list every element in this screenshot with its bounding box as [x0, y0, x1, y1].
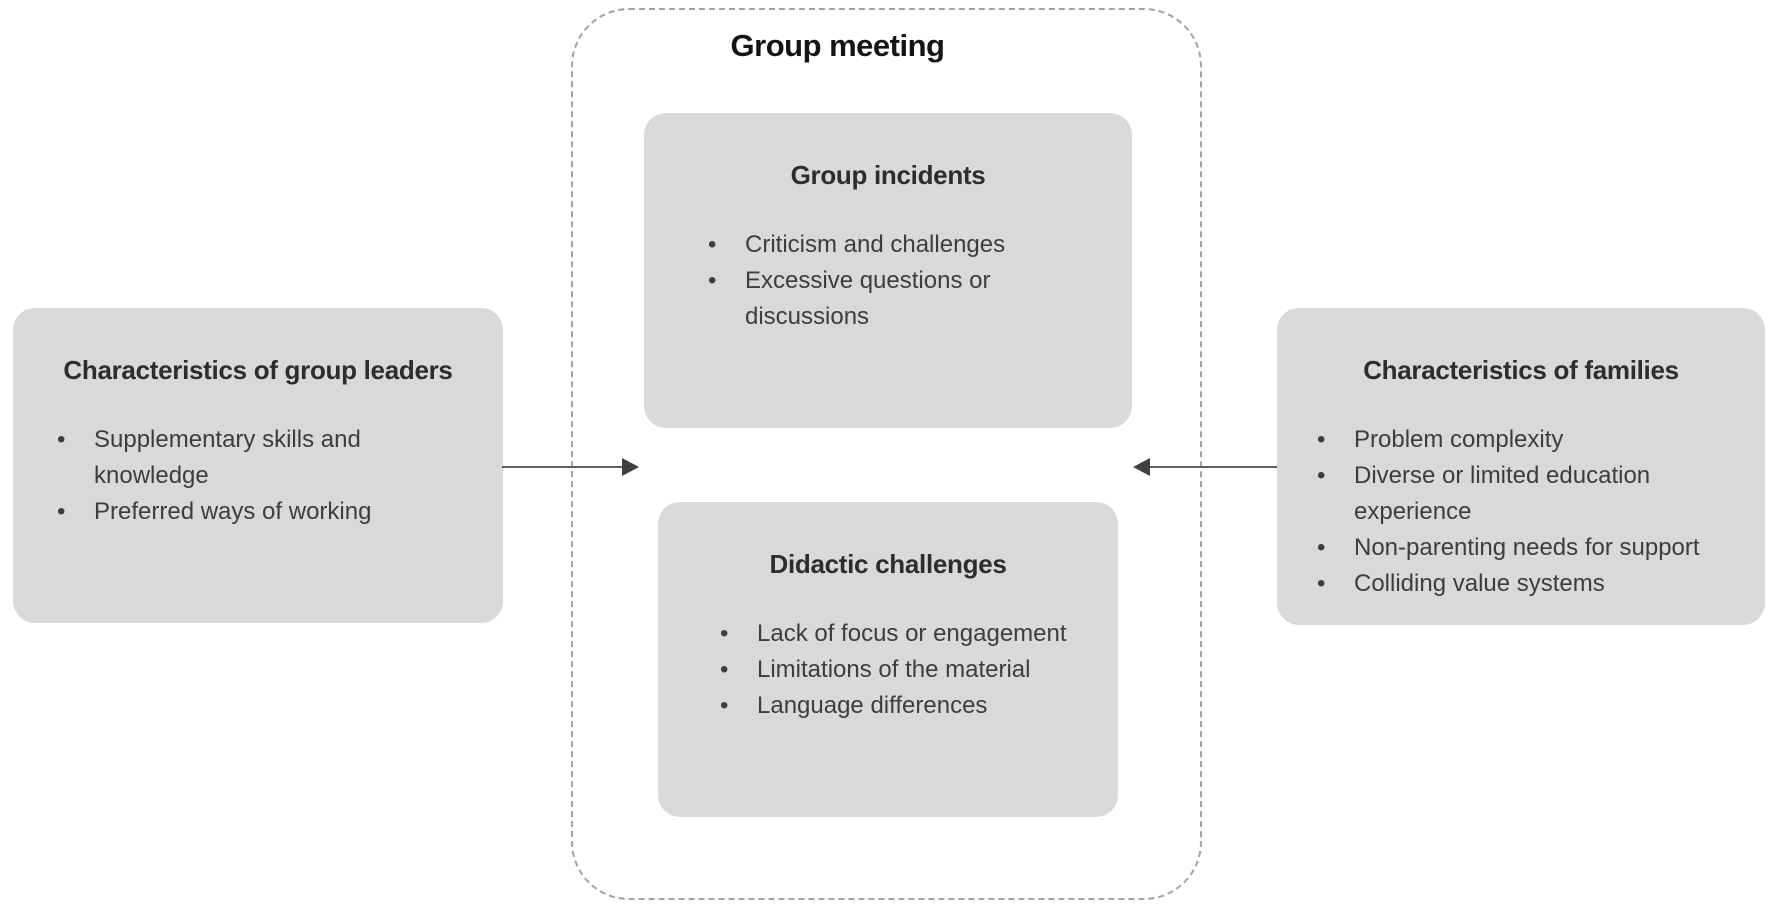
box-group-incidents: Group incidents • Criticism and challeng… [644, 113, 1132, 428]
box-title-didactic: Didactic challenges [769, 549, 1007, 579]
list-item: • Lack of focus or engagement [720, 616, 1118, 652]
left-arrow-icon [1133, 458, 1150, 476]
list-item: • Limitations of the material [720, 652, 1118, 688]
list-item-text: Lack of focus or engagement [757, 620, 1067, 647]
bullet-icon: • [708, 231, 717, 258]
list-item-text: Language differences [757, 692, 988, 719]
list-item-text: Diverse or limited education experience [1354, 462, 1651, 525]
list-item-text: Non-parenting needs for support [1354, 534, 1700, 561]
list-item-text: Supplementary skills and knowledge [94, 426, 361, 489]
list-item-text: Problem complexity [1354, 426, 1564, 453]
arrow-line-leaders-to-meeting [502, 466, 624, 468]
group-meeting-title: Group meeting [730, 28, 945, 63]
bullet-icon: • [1317, 570, 1326, 597]
box-title-leaders: Characteristics of group leaders [63, 355, 453, 385]
list-item: • Colliding value systems [1317, 566, 1765, 602]
bullet-icon: • [720, 620, 729, 647]
right-arrow-icon [622, 458, 639, 476]
list-item: • Preferred ways of working [57, 494, 503, 530]
bullet-icon: • [1317, 426, 1326, 453]
list-item-text: Preferred ways of working [94, 498, 372, 525]
bullet-icon: • [708, 267, 717, 294]
bullet-icon: • [57, 498, 66, 525]
bullet-icon: • [720, 656, 729, 683]
box-characteristics-of-families: Characteristics of families • Problem co… [1277, 308, 1765, 625]
bullet-icon: • [57, 426, 66, 453]
list-item: • Non-parenting needs for support [1317, 530, 1765, 566]
arrow-line-families-to-meeting [1149, 466, 1277, 468]
incidents-bullet-list: • Criticism and challenges • Excessive q… [644, 227, 1132, 335]
bullet-icon: • [1317, 462, 1326, 489]
didactic-bullet-list: • Lack of focus or engagement • Limitati… [658, 616, 1118, 724]
list-item-text: Limitations of the material [757, 656, 1031, 683]
list-item: • Diverse or limited education experienc… [1317, 458, 1765, 530]
list-item: • Problem complexity [1317, 422, 1765, 458]
box-title-incidents: Group incidents [790, 160, 986, 190]
box-title-families: Characteristics of families [1363, 355, 1679, 385]
group-meeting-container [571, 8, 1202, 900]
bullet-icon: • [1317, 534, 1326, 561]
list-item: • Supplementary skills and knowledge [57, 422, 503, 494]
list-item: • Language differences [720, 688, 1118, 724]
list-item: • Criticism and challenges [708, 227, 1132, 263]
list-item-text: Colliding value systems [1354, 570, 1605, 597]
box-didactic-challenges: Didactic challenges • Lack of focus or e… [658, 502, 1118, 817]
list-item-text: Excessive questions or discussions [745, 267, 991, 330]
bullet-icon: • [720, 692, 729, 719]
list-item: • Excessive questions or discussions [708, 263, 1132, 335]
families-bullet-list: • Problem complexity • Diverse or limite… [1277, 422, 1765, 602]
list-item-text: Criticism and challenges [745, 231, 1006, 258]
box-characteristics-of-group-leaders: Characteristics of group leaders • Suppl… [13, 308, 503, 623]
leaders-bullet-list: • Supplementary skills and knowledge • P… [13, 422, 503, 530]
